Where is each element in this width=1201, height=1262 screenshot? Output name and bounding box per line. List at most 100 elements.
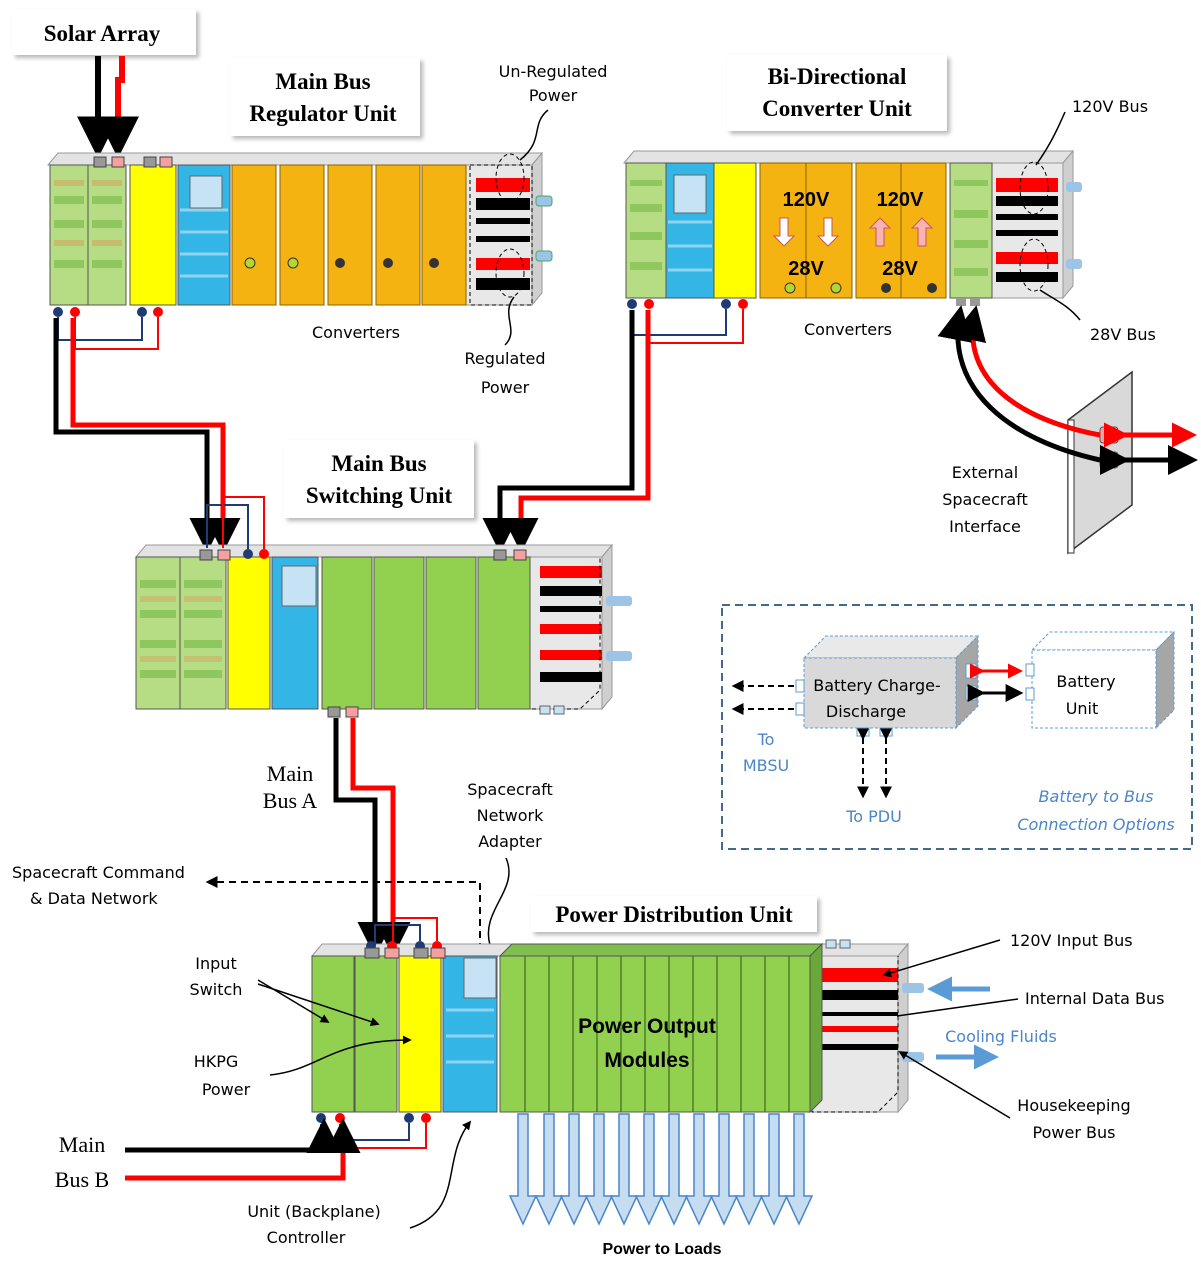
battery-unit-box xyxy=(1025,630,1176,730)
sna-leader xyxy=(487,857,510,946)
mbru-title-box: Main Bus Regulator Unit xyxy=(230,58,420,136)
housekeeping-label-2: Power Bus xyxy=(1033,1123,1116,1142)
pdu-cooling-port-in xyxy=(902,983,924,993)
mbsu-hkpg-module xyxy=(227,556,271,710)
internal-data-bus-leader xyxy=(896,998,1019,1017)
external-interface-plate xyxy=(1067,370,1133,555)
inset-caption-2: Connection Options xyxy=(1017,815,1174,834)
regulated-label-1: Regulated xyxy=(464,349,545,368)
mbsu-cooling-port-top xyxy=(606,596,632,606)
cmd-network-label-2: & Data Network xyxy=(30,889,158,908)
mbru-converters-label: Converters xyxy=(312,323,400,342)
pdu-backplane-bus xyxy=(811,956,899,1113)
mbsu-backplane-bus xyxy=(529,557,602,710)
mbru-cooling-port-bottom xyxy=(535,250,553,262)
mbru-chassis xyxy=(46,151,553,317)
bdcu-step-down-converter xyxy=(759,162,853,299)
input-bus-120v-label: 120V Input Bus xyxy=(1010,931,1133,950)
pom-label-2: Modules xyxy=(604,1049,689,1072)
mbsu-top-connectors xyxy=(199,549,527,561)
main-bus-b-cable xyxy=(125,1118,361,1181)
mbru-top-connectors xyxy=(93,156,173,168)
bdcu-conv-b-28v: 28V xyxy=(882,258,918,280)
bdcu-backplane-bus xyxy=(996,178,1058,282)
unregulated-leader xyxy=(519,109,549,161)
bdcu-to-mbsu-cable xyxy=(482,310,651,553)
bcd-external-links xyxy=(731,680,892,799)
mbsu-chassis xyxy=(134,543,632,718)
bcd-label-1: Battery Charge- xyxy=(813,676,941,695)
bdcu-chassis: 120V 28V 120V 28V xyxy=(622,149,1082,309)
regulated-leader xyxy=(504,296,515,346)
to-pdu-label: To PDU xyxy=(845,807,902,826)
mbru-title-line1: Main Bus xyxy=(275,69,370,94)
internal-data-bus-label: Internal Data Bus xyxy=(1025,989,1165,1008)
mbru-cooling-port-top xyxy=(535,195,553,207)
power-to-loads-label: Power to Loads xyxy=(602,1241,721,1258)
sna-label-3: Adapter xyxy=(478,832,542,851)
bdcu-title-line1: Bi-Directional xyxy=(768,64,907,89)
input-switch-label-1: Input xyxy=(195,954,236,973)
main-bus-b-label-2: Bus B xyxy=(55,1167,109,1192)
mbru-backplane-bus xyxy=(469,164,533,306)
ext-interface-label-2: Spacecraft xyxy=(942,490,1028,509)
bdcu-wiring xyxy=(632,309,744,344)
unregulated-label-2: Power xyxy=(529,86,578,105)
hkpg-label-1: HKPG xyxy=(194,1052,239,1071)
mbsu-network-adapter xyxy=(281,565,317,607)
input-switch-leaders xyxy=(257,979,380,1026)
bus-120v-leader xyxy=(1035,111,1066,166)
pdu-network-adapter xyxy=(463,957,497,999)
controller-label-2: Controller xyxy=(267,1228,346,1247)
mbsu-wiring xyxy=(206,496,265,549)
battery-unit-label-2: Unit xyxy=(1066,699,1099,718)
pdu-input-switch-2 xyxy=(354,955,398,1113)
bcd-label-2: Discharge xyxy=(826,702,906,721)
power-to-loads-arrows xyxy=(508,1113,814,1226)
pdu-bottom-connectors xyxy=(316,1113,431,1123)
bdcu-conv-b-120v: 120V xyxy=(877,189,924,211)
solar-feed xyxy=(77,56,139,159)
bus-120v-label: 120V Bus xyxy=(1072,97,1148,116)
mbru-network-adapter xyxy=(189,175,223,209)
pdu-title: Power Distribution Unit xyxy=(555,902,793,927)
solar-array-box: Solar Array xyxy=(12,9,196,55)
battery-links xyxy=(967,663,1024,702)
bdcu-hkpg-module xyxy=(713,162,757,299)
bus-28v-leader xyxy=(1039,289,1081,321)
bdcu-conv-a-120v: 120V xyxy=(783,189,830,211)
pdu-top-connectors xyxy=(364,941,446,959)
bdcu-title-line2: Converter Unit xyxy=(762,96,912,121)
mbsu-title-box: Main Bus Switching Unit xyxy=(284,440,474,518)
main-bus-a-label-2: Bus A xyxy=(263,788,318,813)
bdcu-conv-a-28v: 28V xyxy=(788,258,824,280)
hkpg-label-2: Power xyxy=(202,1080,251,1099)
mbru-converter-modules xyxy=(231,164,467,306)
mbru-bottom-connectors xyxy=(53,307,163,317)
bdcu-cooling-port-bottom xyxy=(1066,259,1082,269)
battery-unit-label-1: Battery xyxy=(1056,672,1115,691)
pdu-input-switch-1 xyxy=(311,955,355,1113)
pom-label-1: Power Output xyxy=(578,1015,716,1038)
main-bus-b-label-1: Main xyxy=(59,1132,105,1157)
to-mbsu-label-1: To xyxy=(757,730,775,749)
bcd-box xyxy=(795,634,980,737)
mbru-input-module-2 xyxy=(87,164,127,306)
pdu-chassis: Power Output Modules xyxy=(310,939,924,1123)
to-mbsu-label-2: MBSU xyxy=(743,756,789,775)
input-switch-label-2: Switch xyxy=(190,980,243,999)
mbsu-cooling-port-bottom xyxy=(606,651,632,661)
ext-interface-label-3: Interface xyxy=(949,517,1021,536)
input-bus-120v-leader xyxy=(882,939,1001,978)
bdcu-bottom-connectors xyxy=(627,298,980,309)
mbru-hkpg-module xyxy=(129,164,177,306)
mbsu-input-module-1 xyxy=(135,556,181,710)
main-bus-a-label-1: Main xyxy=(267,761,313,786)
pdu-hkpg-module xyxy=(398,955,442,1113)
sna-label-2: Network xyxy=(477,806,545,825)
controller-label-1: Unit (Backplane) xyxy=(247,1202,380,1221)
bdcu-converters-label: Converters xyxy=(804,320,892,339)
external-interface-cables xyxy=(937,305,1198,475)
bdcu-network-adapter xyxy=(673,174,707,214)
bus-28v-label: 28V Bus xyxy=(1090,325,1156,344)
